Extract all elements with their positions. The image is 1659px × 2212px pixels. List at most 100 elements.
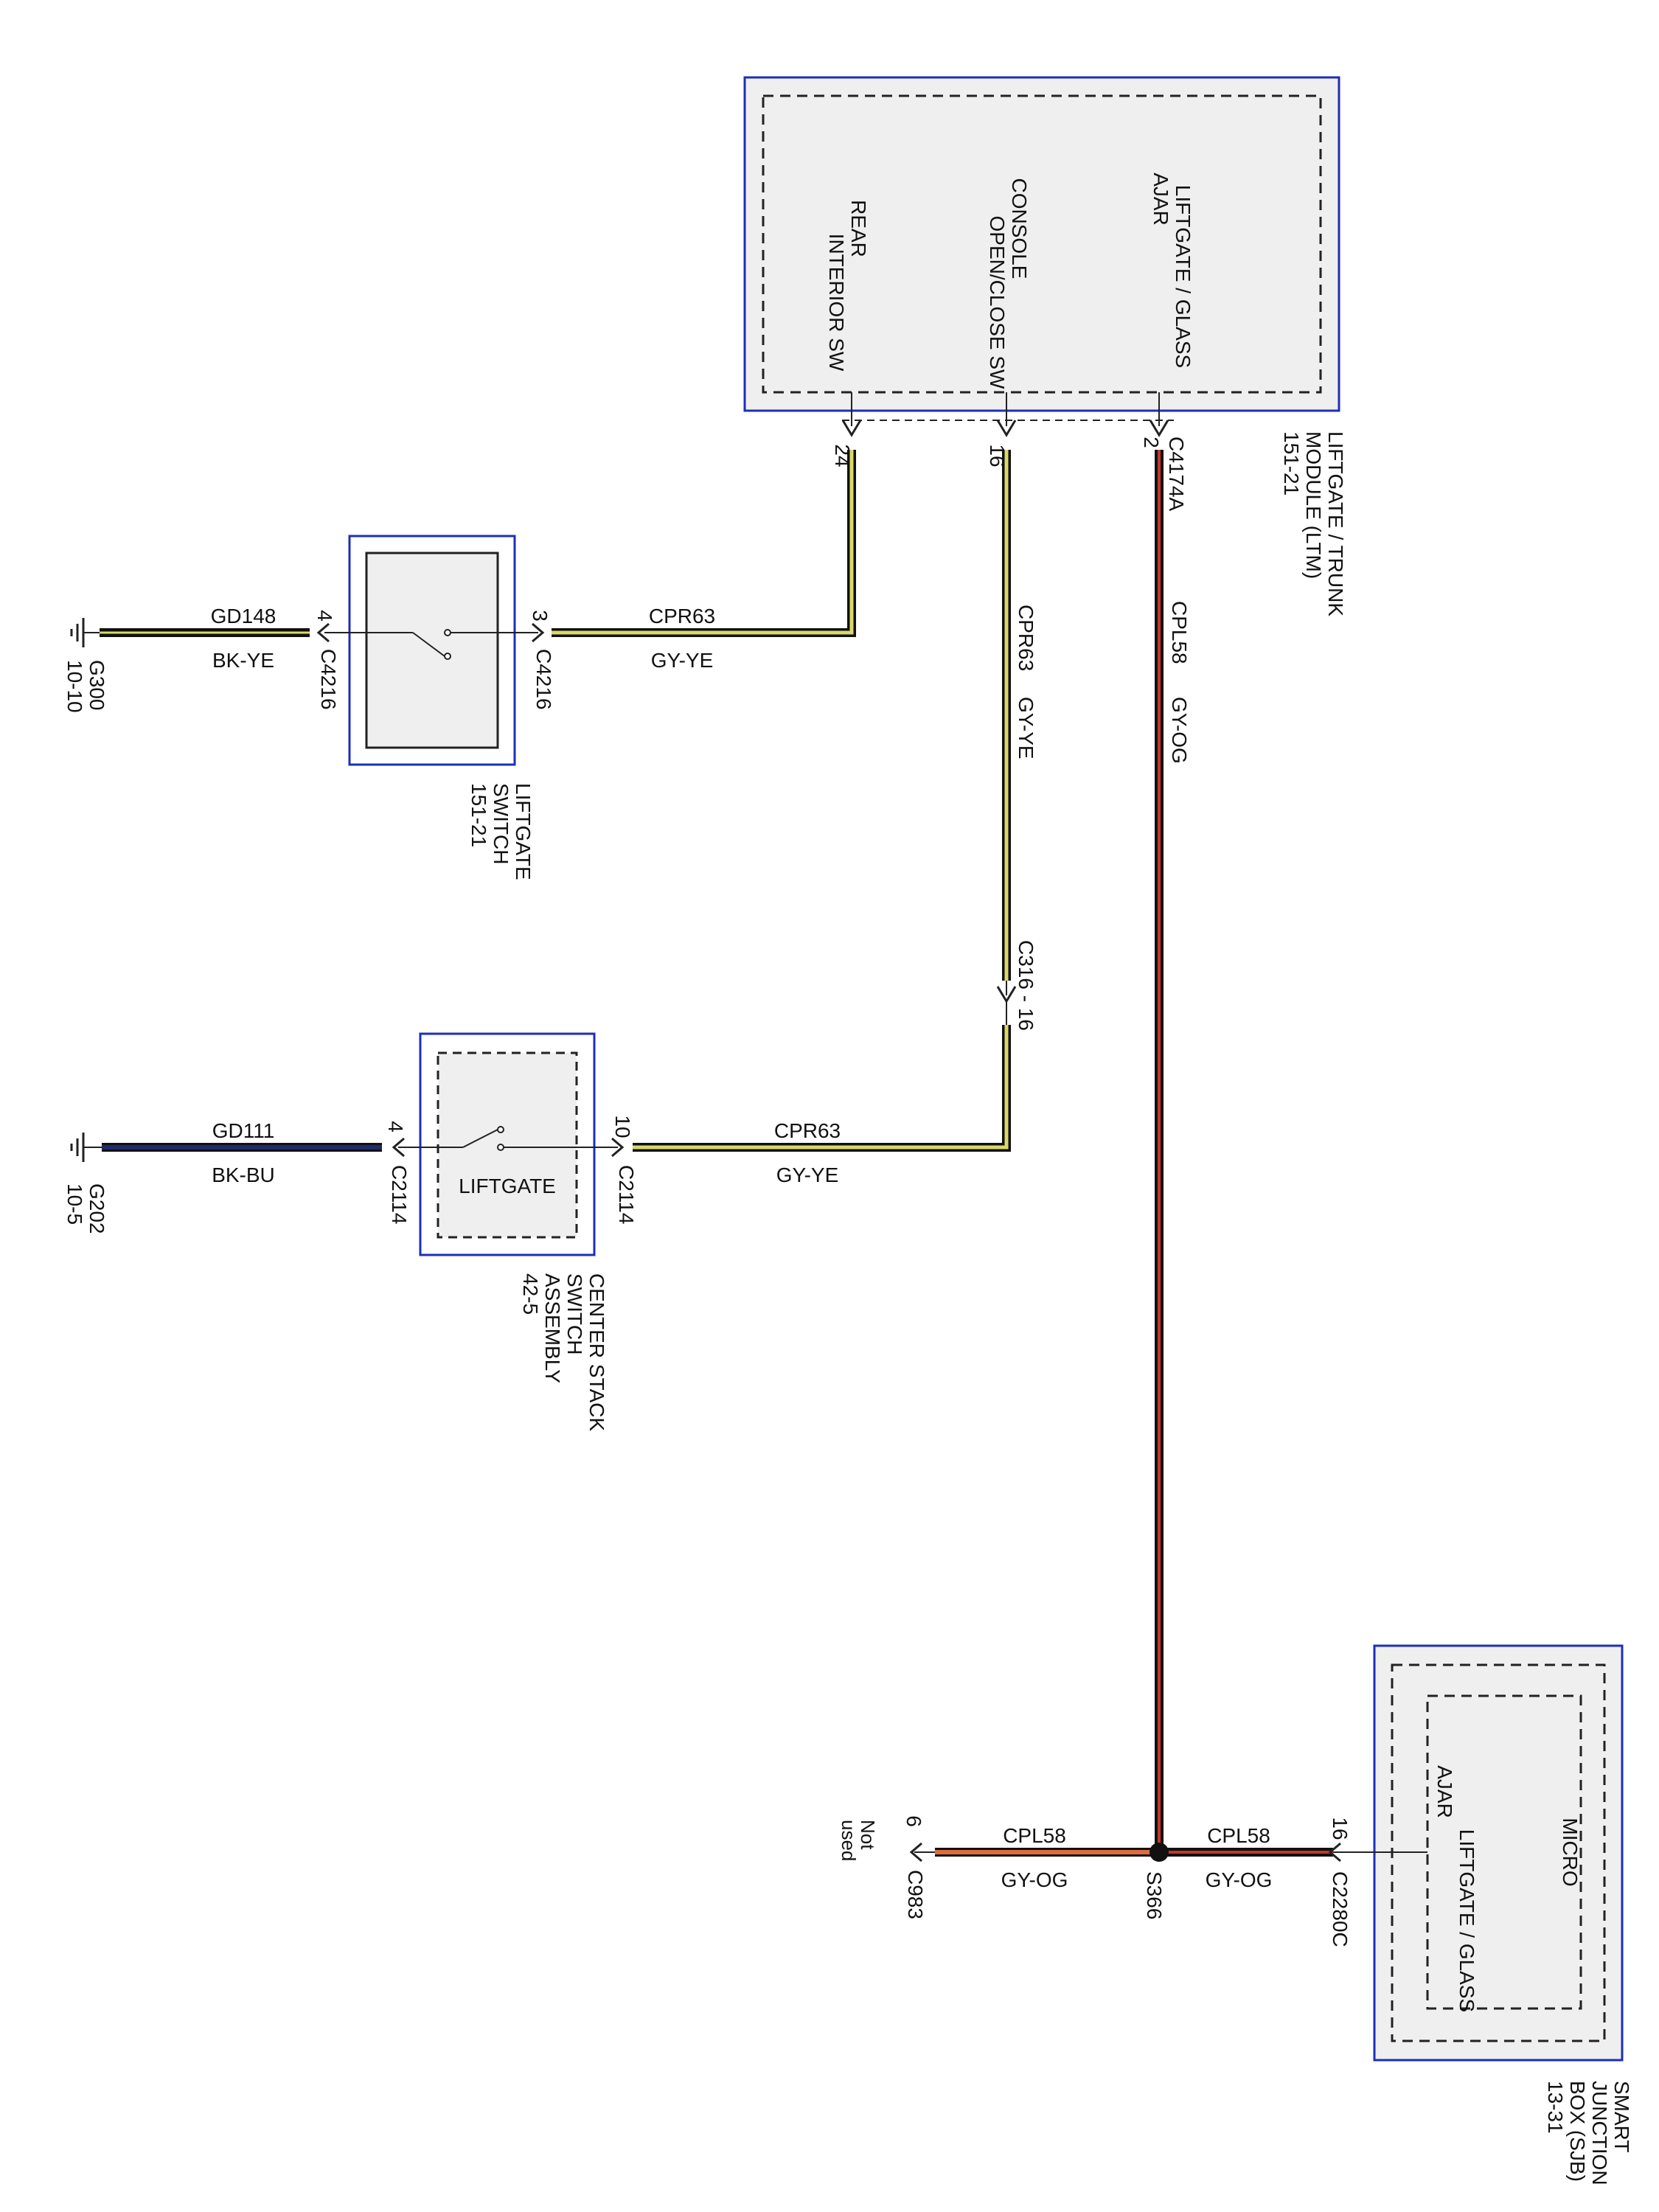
center-stack-name-4: 42-5	[519, 1273, 542, 1315]
liftgate-switch-pin-4: 4	[313, 610, 336, 622]
label-rotation-group: 10-5	[63, 1183, 86, 1225]
wire-cpr63-mid-fill	[633, 1025, 1009, 1150]
cs-pin-4-arrow	[392, 1137, 405, 1158]
label-rotation-group: BOX (SJB)	[1566, 2081, 1589, 2182]
label-rotation-group: LIFTGATE / TRUNK	[1324, 431, 1347, 616]
wire-cpl58-vert-color-wrap: GY-OG	[1168, 697, 1191, 764]
label-rotation-group: G202	[86, 1183, 108, 1234]
sjb-name-2: JUNCTION	[1588, 2081, 1611, 2185]
wire-cpr63-top-fill	[552, 450, 854, 635]
ltm-label-interior-sw: INTERIOR SW	[825, 234, 848, 372]
label-rotation-group: C4216	[532, 649, 555, 710]
switch-contact-bottom	[444, 653, 451, 660]
label-rotation-group: LIFTGATE	[512, 783, 535, 880]
liftgate-switch-connector-left: C4216	[317, 649, 340, 710]
wire-cpl58-vert-circuit-wrap: CPL58	[1168, 601, 1191, 664]
sjb-pin-arrow	[1328, 1842, 1341, 1863]
label-rotation-group: C2114	[615, 1165, 638, 1224]
center-stack-connector-right: C2114	[615, 1165, 638, 1224]
wire-cpr63-mid-color: GY-YE	[776, 1164, 839, 1186]
c4174a-label: C4174A	[1165, 437, 1188, 512]
label-rotation-group: MODULE (LTM)	[1302, 431, 1325, 579]
ltm-name: LIFTGATE / TRUNK MODULE (LTM) 151-21	[1280, 431, 1347, 616]
cs-contact-bottom	[497, 1144, 504, 1151]
wire-cpr63-vert-circuit: CPR63	[1015, 605, 1037, 671]
connector-c983: 6 C983 Not used	[838, 1815, 935, 1919]
ltm-name-line-2: MODULE (LTM)	[1302, 431, 1325, 579]
label-rotation-group: AJAR	[1433, 1765, 1456, 1818]
label-rotation-group: 3	[529, 610, 552, 622]
connector-id: C4174A	[1165, 437, 1188, 512]
label-rotation-group: SWITCH	[490, 783, 512, 864]
center-stack-pin-10: 10	[611, 1115, 634, 1138]
center-stack-inner-dashed	[437, 1051, 578, 1239]
cs-pin-10-arrow	[611, 1137, 625, 1158]
ltm-module: REAR INTERIOR SW CONSOLE OPEN/CLOSE SW L…	[743, 76, 1347, 616]
wire-cpr63-mid-circuit: CPR63	[774, 1119, 841, 1142]
pin-2-arrow	[1149, 420, 1169, 437]
label-rotation-group: C4216	[317, 649, 340, 710]
label-rotation-group: 16	[1329, 1817, 1352, 1840]
label-rotation-group: G300	[86, 660, 108, 711]
inline-c316: C316 - 16	[996, 940, 1037, 1031]
ltm-pin-2-label: 2	[1140, 437, 1163, 448]
label-rotation-group: SWITCH	[563, 1273, 586, 1354]
wire-cpl58-right-circuit: CPL58	[1207, 1824, 1270, 1847]
c983-connector-id: C983	[904, 1870, 927, 1919]
label-rotation-group: 151-21	[467, 783, 490, 847]
pin-16-arrow	[996, 420, 1017, 437]
label-rotation-group: C2280C	[1329, 1871, 1352, 1947]
ground-g202: G202 10-5	[63, 1133, 108, 1234]
wire-cpr63-vert-circuit-wrap: CPR63	[1015, 605, 1037, 671]
label-rotation-group: SMART	[1610, 2081, 1633, 2153]
ltm-label-line: REAR	[847, 200, 870, 257]
sjb-connector-id: C2280C	[1329, 1871, 1352, 1947]
wire-cpl58-left-circuit: CPL58	[1003, 1824, 1066, 1847]
smart-junction-box: MICRO LIFTGATE / GLASS AJAR 16 C2280C SM…	[1328, 1644, 1633, 2185]
ltm-frame	[743, 76, 1340, 412]
label-rotation-group: 4	[384, 1121, 407, 1133]
label-rotation-group: 6	[902, 1815, 925, 1827]
c316-label: C316 - 16	[1015, 940, 1037, 1031]
ltm-name-line-3: 151-21	[1280, 431, 1303, 495]
liftgate-switch-name-2: SWITCH	[490, 783, 512, 864]
center-stack-name-2: SWITCH	[563, 1273, 586, 1354]
ground-g300: G300 10-10	[63, 618, 108, 713]
wire-gd148-color: BK-YE	[212, 649, 274, 672]
splice-label: S366	[1143, 1871, 1166, 1919]
liftgate-switch-name-1: LIFTGATE	[512, 783, 535, 880]
wire-labels: GD148 BK-YE CPR63 GY-YE CPR63 GY-YE CPL5…	[211, 601, 1273, 1891]
label-rotation-group: 151-21	[1280, 431, 1303, 495]
ltm-label-open-close: OPEN/CLOSE SW	[986, 216, 1009, 390]
sjb-label-liftgate-glass: LIFTGATE / GLASS	[1455, 1829, 1478, 2012]
label-rotation-group: 13-31	[1544, 2081, 1567, 2134]
label-rotation-group: used	[838, 1820, 860, 1861]
splice-s366: S366	[1143, 1843, 1169, 1919]
sjb-pin-16: 16	[1329, 1817, 1352, 1840]
c983-note-line-1: Not	[857, 1820, 879, 1850]
label-rotation-group: C2114	[388, 1165, 411, 1224]
center-stack-inner-label: LIFTGATE	[459, 1175, 556, 1197]
ltm-label-line: AJAR	[1150, 173, 1172, 226]
ltm-label-line: OPEN/CLOSE SW	[986, 216, 1009, 390]
ltm-inner-dashed	[762, 94, 1322, 394]
ltm-label-liftgate-glass: LIFTGATE / GLASS	[1172, 185, 1194, 368]
ltm-label-line: INTERIOR SW	[825, 234, 848, 372]
label-rotation-group: MICRO	[1559, 1818, 1582, 1886]
liftgate-switch-name-3: 151-21	[467, 783, 490, 847]
label-rotation-group: LIFTGATE / GLASS	[1455, 1829, 1478, 2012]
c983-pin: 6	[902, 1815, 925, 1827]
sjb-name-1: SMART	[1610, 2081, 1633, 2153]
pin-3-arrow	[532, 622, 545, 643]
label-rotation-group: Not	[857, 1820, 879, 1850]
switch-blade	[412, 632, 445, 657]
switch-contact-top	[444, 629, 451, 636]
label-rotation-group: C316 - 16	[1015, 940, 1037, 1031]
wire-cpl58-vert-circuit: CPL58	[1168, 601, 1191, 664]
wire-cpl58-vert-color: GY-OG	[1168, 697, 1191, 764]
wire-cpl58-left-color: GY-OG	[1001, 1868, 1068, 1891]
wire-cpl58-right-color: GY-OG	[1206, 1868, 1273, 1891]
sjb-micro-dashed	[1426, 1694, 1582, 2010]
center-stack-pin-4: 4	[384, 1121, 407, 1133]
label-rotation-group: S366	[1143, 1871, 1166, 1919]
